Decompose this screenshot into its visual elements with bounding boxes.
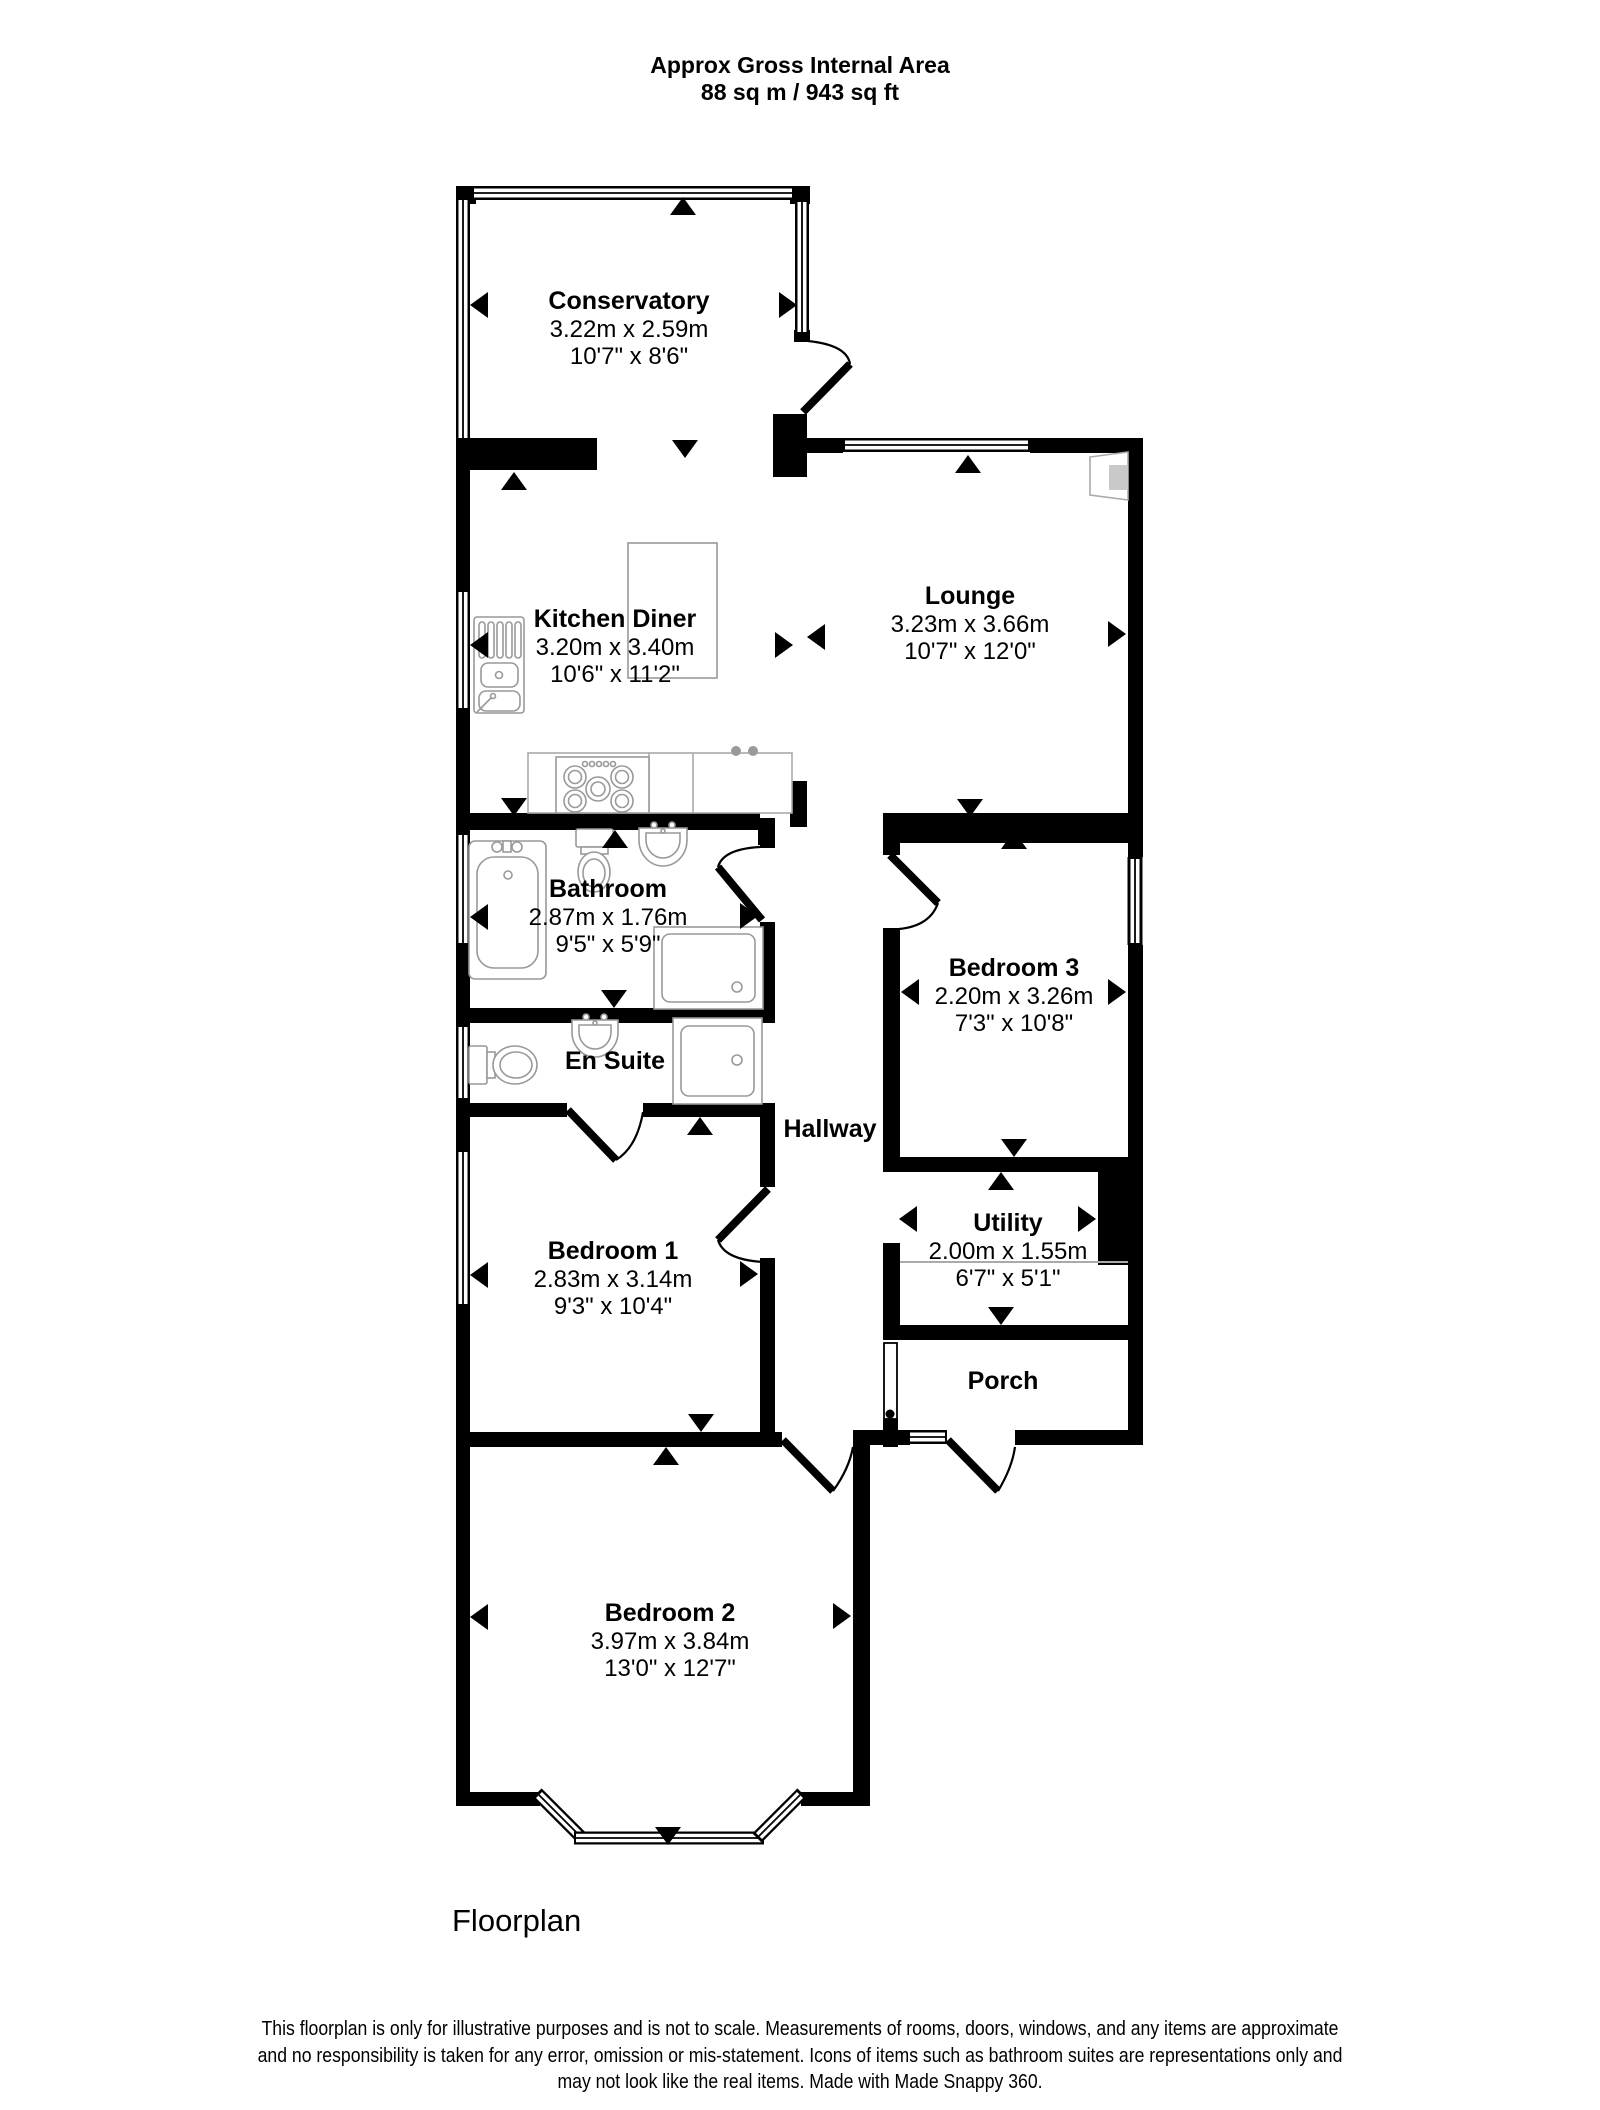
arrow-down-icon — [655, 1827, 681, 1845]
toilet-icon — [575, 828, 614, 893]
fixtures — [468, 451, 1129, 1263]
arrow-down-icon — [501, 798, 527, 816]
arrow-up-icon — [687, 1117, 713, 1135]
arrow-left-icon — [901, 979, 919, 1005]
room-label-lounge: Lounge 3.23m x 3.66m 10'7" x 12'0" — [890, 582, 1050, 665]
arrow-left-icon — [470, 904, 488, 930]
arrow-right-icon — [775, 632, 793, 658]
arrow-left-icon — [807, 624, 825, 650]
direction-arrows — [470, 197, 1126, 1845]
room-label-bathroom: Bathroom 2.87m x 1.76m 9'5" x 5'9" — [528, 875, 688, 958]
arrow-up-icon — [670, 197, 696, 215]
ensuite-shower-icon — [672, 1017, 763, 1105]
room-label-en-suite: En Suite — [564, 1047, 666, 1075]
arrow-down-icon — [688, 1414, 714, 1432]
arrow-right-icon — [833, 1603, 851, 1629]
room-label-conservatory: Conservatory 3.22m x 2.59m 10'7" x 8'6" — [548, 287, 710, 370]
arrow-left-icon — [470, 632, 488, 658]
arrow-left-icon — [470, 292, 488, 318]
fireplace-icon — [1089, 451, 1129, 501]
disclaimer-text: This floorplan is only for illustrative … — [198, 2016, 1402, 2096]
room-label-kitchen-diner: Kitchen Diner 3.20m x 3.40m 10'6" x 11'2… — [533, 605, 697, 688]
room-label-porch: Porch — [967, 1367, 1039, 1395]
arrow-right-icon — [1108, 979, 1126, 1005]
arrow-down-icon — [601, 990, 627, 1008]
arrow-left-icon — [470, 1604, 488, 1630]
front-door-icon — [883, 1342, 898, 1420]
arrow-down-icon — [672, 440, 698, 458]
ensuite-basin-icon — [571, 1013, 619, 1058]
washbasin-icon — [638, 821, 688, 867]
arrow-up-icon — [955, 455, 981, 473]
arrow-up-icon — [988, 1172, 1014, 1190]
shower-icon — [653, 926, 764, 1010]
arrow-right-icon — [740, 1261, 758, 1287]
bathtub-icon — [468, 840, 547, 980]
kitchen-sink-icon — [473, 616, 525, 714]
arrow-right-icon — [779, 292, 797, 318]
arrow-up-icon — [1001, 831, 1027, 849]
arrow-down-icon — [957, 799, 983, 817]
page-title: Approx Gross Internal Area 88 sq m / 943… — [650, 52, 950, 106]
arrow-right-icon — [1108, 621, 1126, 647]
arrow-left-icon — [470, 1262, 488, 1288]
arrow-up-icon — [653, 1447, 679, 1465]
disclaimer-line3: may not look like the real items. Made w… — [557, 2070, 1043, 2093]
dining-table-icon — [627, 542, 718, 679]
ensuite-toilet-icon — [468, 1045, 538, 1085]
arrow-down-icon — [988, 1307, 1014, 1325]
room-label-bedroom-1: Bedroom 1 2.83m x 3.14m 9'3" x 10'4" — [533, 1237, 693, 1320]
arrow-right-icon — [1078, 1206, 1096, 1232]
arrow-left-icon — [899, 1206, 917, 1232]
arrow-up-icon — [602, 830, 628, 848]
doors — [565, 339, 1017, 1494]
disclaimer-line2: and no responsibility is taken for any e… — [257, 2043, 1343, 2067]
room-label-bedroom-3: Bedroom 3 2.20m x 3.26m 7'3" x 10'8" — [934, 954, 1094, 1037]
hob-icon — [555, 756, 650, 814]
arrow-up-icon — [501, 472, 527, 490]
room-label-hallway: Hallway — [783, 1115, 877, 1143]
room-label-utility: Utility 2.00m x 1.55m 6'7" x 5'1" — [928, 1209, 1088, 1292]
room-label-bedroom-2: Bedroom 2 3.97m x 3.84m 13'0" x 12'7" — [590, 1599, 750, 1682]
arrow-right-icon — [740, 903, 758, 929]
title-line2: 88 sq m / 943 sq ft — [700, 79, 900, 105]
disclaimer-line1: This floorplan is only for illustrative … — [261, 2017, 1339, 2040]
title-line1: Approx Gross Internal Area — [650, 52, 950, 78]
arrow-down-icon — [1001, 1139, 1027, 1157]
floorplan-caption: Floorplan — [452, 1903, 582, 1938]
